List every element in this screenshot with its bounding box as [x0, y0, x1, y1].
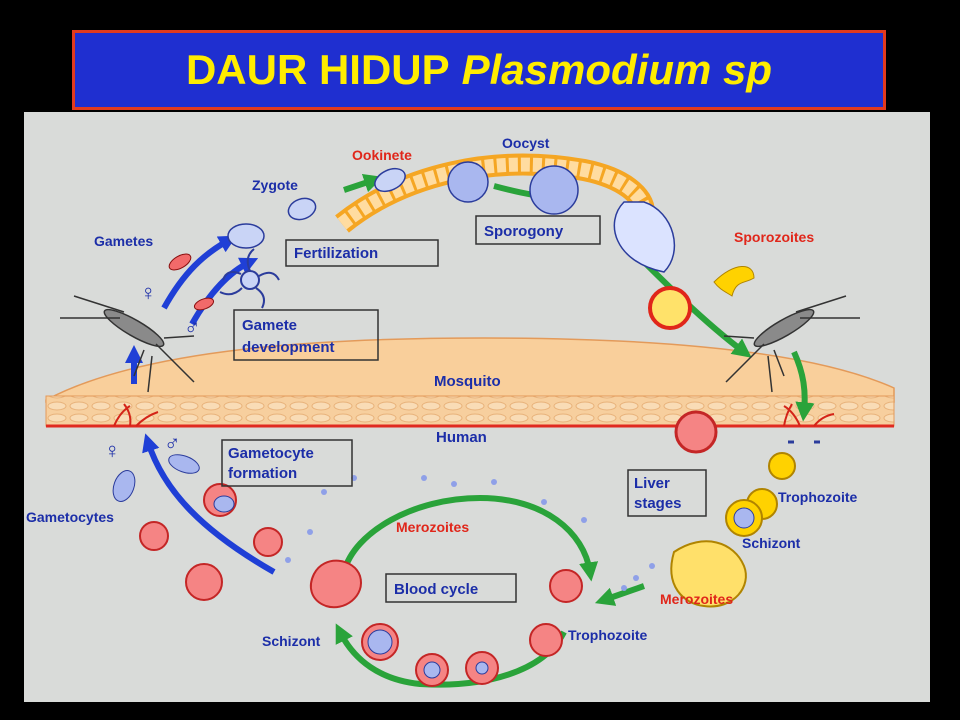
title-genus: Plasmodium sp: [461, 46, 773, 93]
title-main: DAUR HIDUP: [185, 46, 450, 93]
label-schizont-liver: Schizont: [742, 535, 801, 551]
slide-title: DAUR HIDUP Plasmodium sp: [72, 30, 886, 110]
label-gametocyte: Gametocyte: [228, 445, 314, 462]
male-symbol-bottom: ♂: [164, 430, 181, 455]
mosquito-right: [723, 295, 860, 393]
label-stages: stages: [634, 495, 682, 512]
label-blood-cycle: Blood cycle: [394, 581, 478, 598]
label-gamete: Gamete: [242, 317, 297, 334]
liver-stages-box: [627, 469, 707, 517]
label-development: development: [242, 339, 335, 356]
label-ookinete: Ookinete: [352, 147, 412, 163]
blood-cycle-box: [385, 573, 517, 603]
female-symbol-bottom: ♀: [104, 438, 121, 463]
male-symbol-top: ♂: [184, 314, 201, 339]
label-human: Human: [436, 429, 487, 446]
label-merozoites-liver: Merozoites: [660, 591, 733, 607]
label-fertilization: Fertilization: [294, 245, 378, 262]
label-zygote: Zygote: [252, 177, 298, 193]
label-liver: Liver: [634, 475, 670, 492]
label-oocyst: Oocyst: [502, 135, 550, 151]
label-formation: formation: [228, 465, 297, 482]
fertilization-box: [285, 239, 439, 267]
female-symbol-top: ♀: [140, 280, 157, 305]
gamete-development-box: [233, 309, 379, 361]
male-gamete-flagella: [219, 248, 280, 309]
label-merozoites-blood: Merozoites: [396, 519, 469, 535]
label-mosquito: Mosquito: [434, 373, 501, 390]
label-gametocytes: Gametocytes: [26, 509, 114, 525]
label-schizont-blood: Schizont: [262, 633, 321, 649]
label-sporogony: Sporogony: [484, 223, 564, 240]
mosquito-midgut: [335, 153, 655, 233]
label-sporozoites: Sporozoites: [734, 229, 814, 245]
life-cycle-diagram: Oocyst Ookinete Zygote Gametes Fertiliza…: [24, 112, 930, 702]
gametocyte-formation-box: [221, 439, 353, 487]
label-trophozoite-liver: Trophozoite: [778, 489, 858, 505]
mosquito-left: [60, 295, 195, 393]
sporogony-box: [475, 215, 601, 245]
label-trophozoite-blood: Trophozoite: [568, 627, 648, 643]
skin-band: [45, 337, 895, 428]
label-gametes: Gametes: [94, 233, 153, 249]
